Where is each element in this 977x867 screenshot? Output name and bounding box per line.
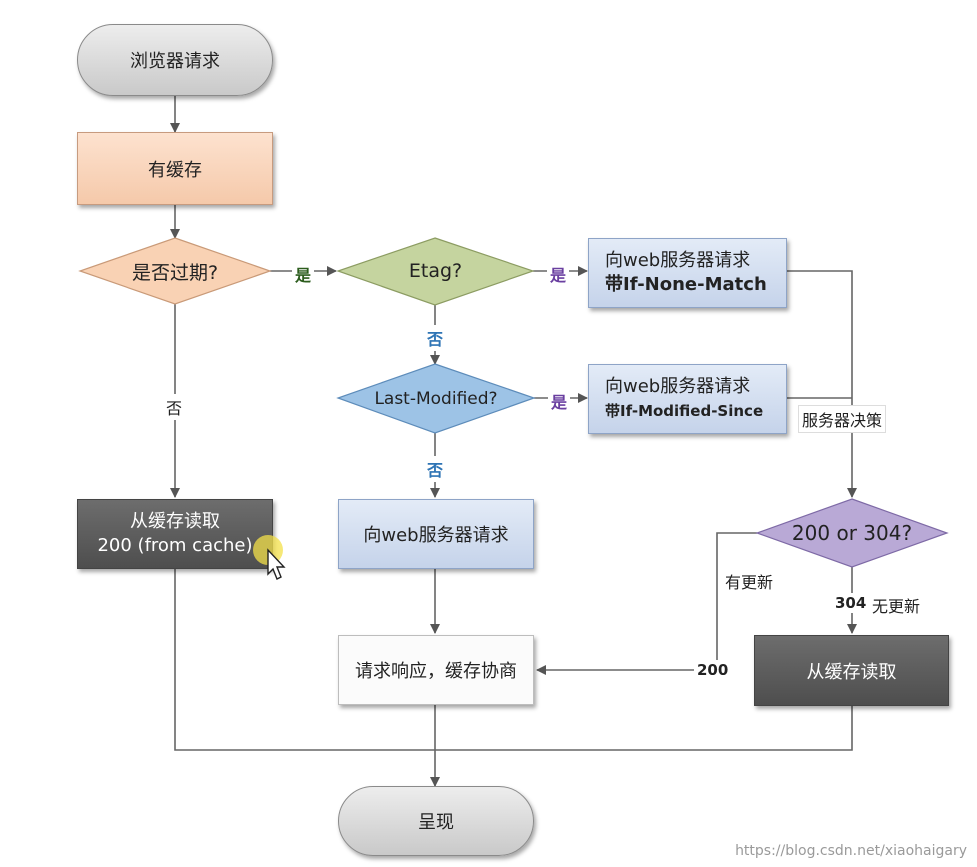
edge-cache200-to-render <box>174 569 435 751</box>
node-label-line1: 向web服务器请求 <box>605 250 751 271</box>
diamond-expired <box>78 237 272 305</box>
edge-nonematch-to-status <box>787 270 857 498</box>
diamond-status <box>755 498 949 568</box>
label-code-200: 200 <box>694 660 732 680</box>
node-request-if-modified-since: 向web服务器请求 带If-Modified-Since <box>588 364 787 434</box>
start-browser-request: 浏览器请求 <box>77 24 273 96</box>
diamond-last-modified-label: Last-Modified? <box>374 389 498 409</box>
node-label-line2: 200 (from cache) <box>97 535 253 556</box>
label-etag-yes: 是 <box>547 261 570 287</box>
node-request-server: 向web服务器请求 <box>338 499 534 569</box>
label-no-update: 无更新 <box>872 597 921 616</box>
label-code-304: 304 <box>832 593 870 613</box>
diamond-last-modified <box>336 363 536 434</box>
mouse-cursor-icon <box>253 535 286 580</box>
node-request-if-none-match: 向web服务器请求 带If-None-Match <box>588 238 787 308</box>
label-server-decision: 服务器决策 <box>798 405 887 433</box>
label-expired-yes: 是 <box>292 261 315 287</box>
node-label-line2: 带If-Modified-Since <box>605 402 764 420</box>
node-label: 向web服务器请求 <box>363 525 509 546</box>
node-label: 呈现 <box>418 812 454 833</box>
label-has-update: 有更新 <box>722 568 777 594</box>
diamond-expired-label: 是否过期? <box>131 261 219 284</box>
node-read-cache-304: 从缓存读取 <box>754 635 949 706</box>
node-read-cache-200: 从缓存读取 200 (from cache) <box>77 499 273 569</box>
diamond-status-label: 200 or 304? <box>791 521 913 545</box>
label-etag-no: 否 <box>424 325 447 351</box>
diamond-etag-label: Etag? <box>408 260 463 282</box>
label-expired-no: 否 <box>163 394 186 420</box>
diamond-etag <box>336 237 535 306</box>
node-label-line1: 向web服务器请求 <box>605 376 751 397</box>
node-label-line1: 从缓存读取 <box>130 511 220 532</box>
node-has-cache: 有缓存 <box>77 132 273 205</box>
node-response-negotiate: 请求响应，缓存协商 <box>338 635 534 705</box>
node-label: 从缓存读取 <box>806 661 897 683</box>
watermark: https://blog.csdn.net/xiaohaigary <box>735 843 967 859</box>
node-label: 请求响应，缓存协商 <box>355 661 517 682</box>
label-lastmod-no: 否 <box>424 456 447 482</box>
node-label: 浏览器请求 <box>130 51 220 72</box>
edge-status-update <box>536 532 757 675</box>
node-label: 有缓存 <box>148 159 202 181</box>
node-label-line2: 带If-None-Match <box>605 274 767 295</box>
end-render: 呈现 <box>338 786 534 856</box>
edge-cache304-to-render <box>435 706 853 751</box>
label-lastmod-yes: 是 <box>548 388 571 414</box>
